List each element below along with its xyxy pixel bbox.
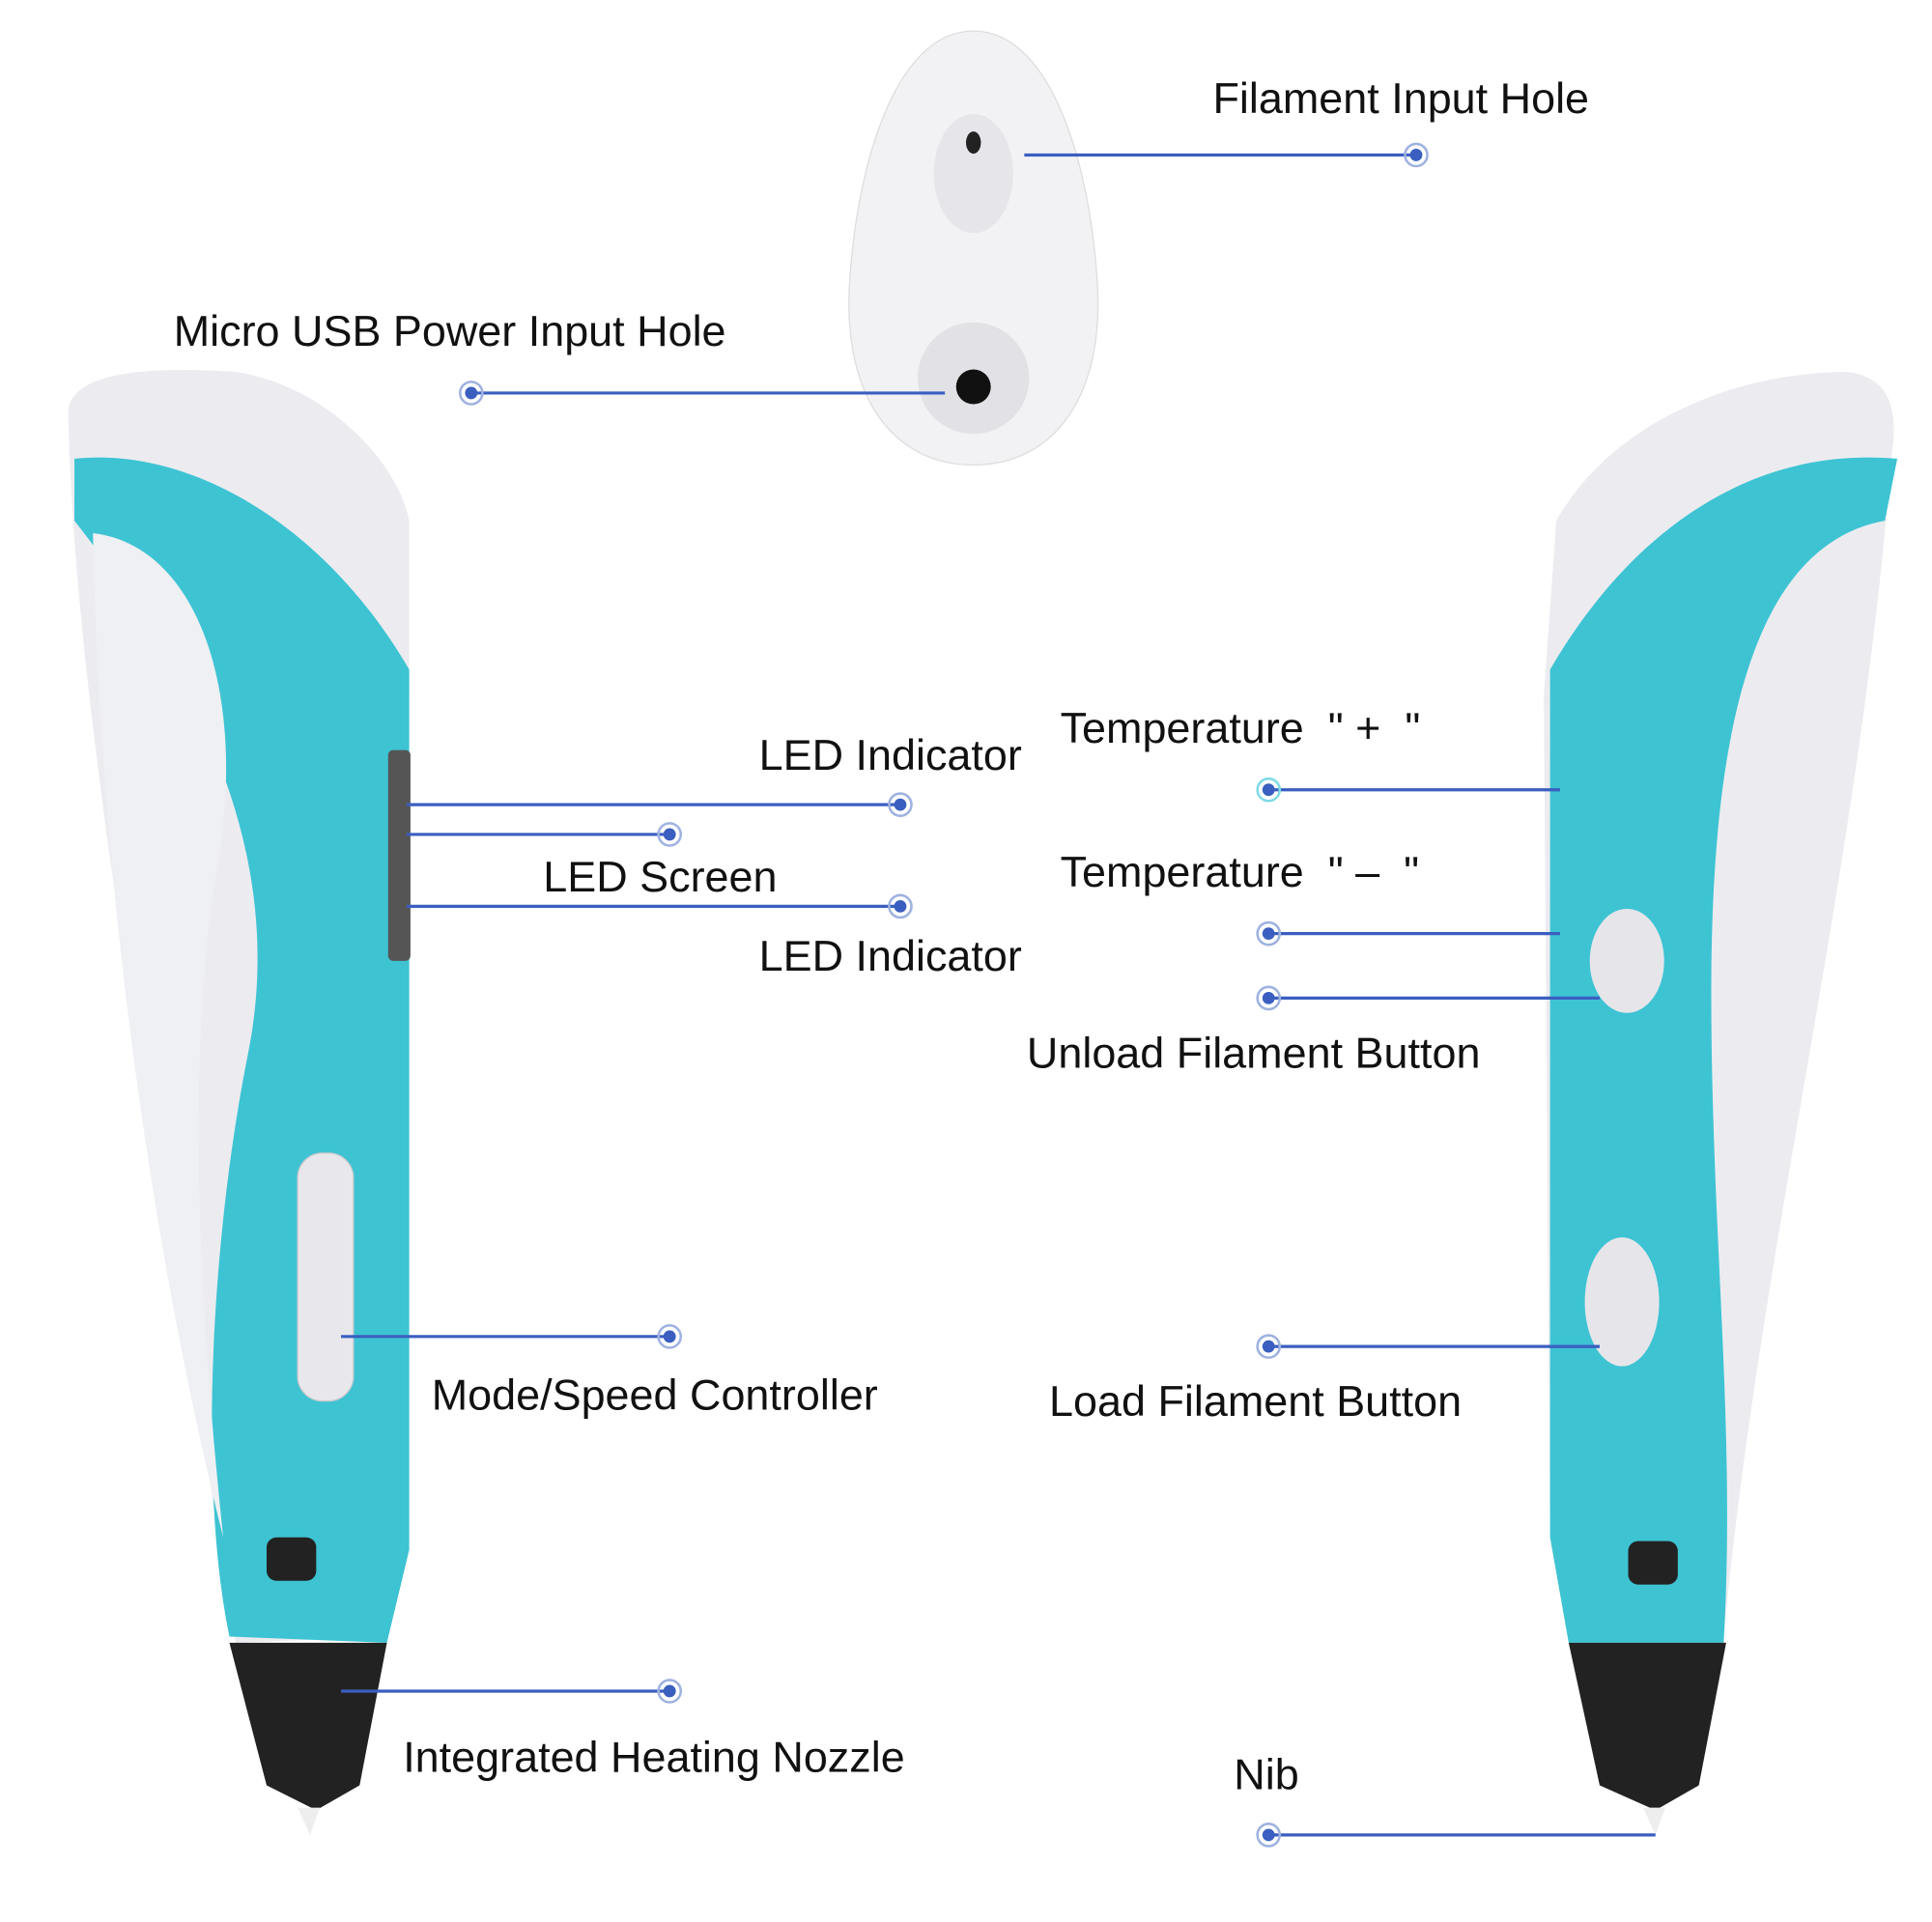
dot-icon bbox=[888, 792, 913, 817]
dot-icon bbox=[888, 893, 913, 919]
dot-icon bbox=[458, 381, 484, 406]
label-mode-speed: Mode/Speed Controller bbox=[431, 1371, 878, 1420]
left-pen bbox=[68, 369, 411, 1835]
dot-icon bbox=[1256, 985, 1282, 1011]
dot-icon bbox=[1256, 777, 1282, 803]
left-nozzle-icon bbox=[229, 1642, 387, 1811]
load-button-icon bbox=[1584, 1237, 1660, 1367]
label-micro-usb: Micro USB Power Input Hole bbox=[173, 307, 726, 356]
dot-icon bbox=[1256, 1823, 1282, 1848]
dot-icon bbox=[1404, 142, 1429, 168]
label-temp-minus: Temperature " – " bbox=[1060, 848, 1420, 897]
dot-icon bbox=[657, 1323, 683, 1349]
filament-hole-icon bbox=[966, 131, 981, 155]
right-nozzle-icon bbox=[1568, 1642, 1726, 1811]
label-led-indicator-top: LED Indicator bbox=[758, 731, 1022, 780]
label-led-indicator-bottom: LED Indicator bbox=[758, 932, 1022, 981]
leader-dots bbox=[458, 142, 1429, 1848]
label-led-screen: LED Screen bbox=[543, 853, 778, 902]
label-temp-plus: Temperature " + " bbox=[1060, 704, 1421, 753]
label-unload-button: Unload Filament Button bbox=[1026, 1029, 1481, 1078]
dot-icon bbox=[657, 822, 683, 847]
label-heating-nozzle: Integrated Heating Nozzle bbox=[403, 1733, 905, 1782]
dot-icon bbox=[1256, 1334, 1282, 1359]
pen-end-cap bbox=[848, 30, 1099, 466]
right-pen bbox=[1544, 372, 1898, 1835]
label-filament-input-hole: Filament Input Hole bbox=[1212, 74, 1590, 124]
label-load-button: Load Filament Button bbox=[1049, 1377, 1463, 1427]
unload-button-icon bbox=[1589, 908, 1664, 1013]
dot-icon bbox=[1256, 920, 1282, 947]
dot-icon bbox=[657, 1679, 683, 1704]
usb-port-icon bbox=[955, 369, 991, 405]
label-nib: Nib bbox=[1234, 1750, 1299, 1799]
leader-lines bbox=[341, 153, 1656, 1837]
